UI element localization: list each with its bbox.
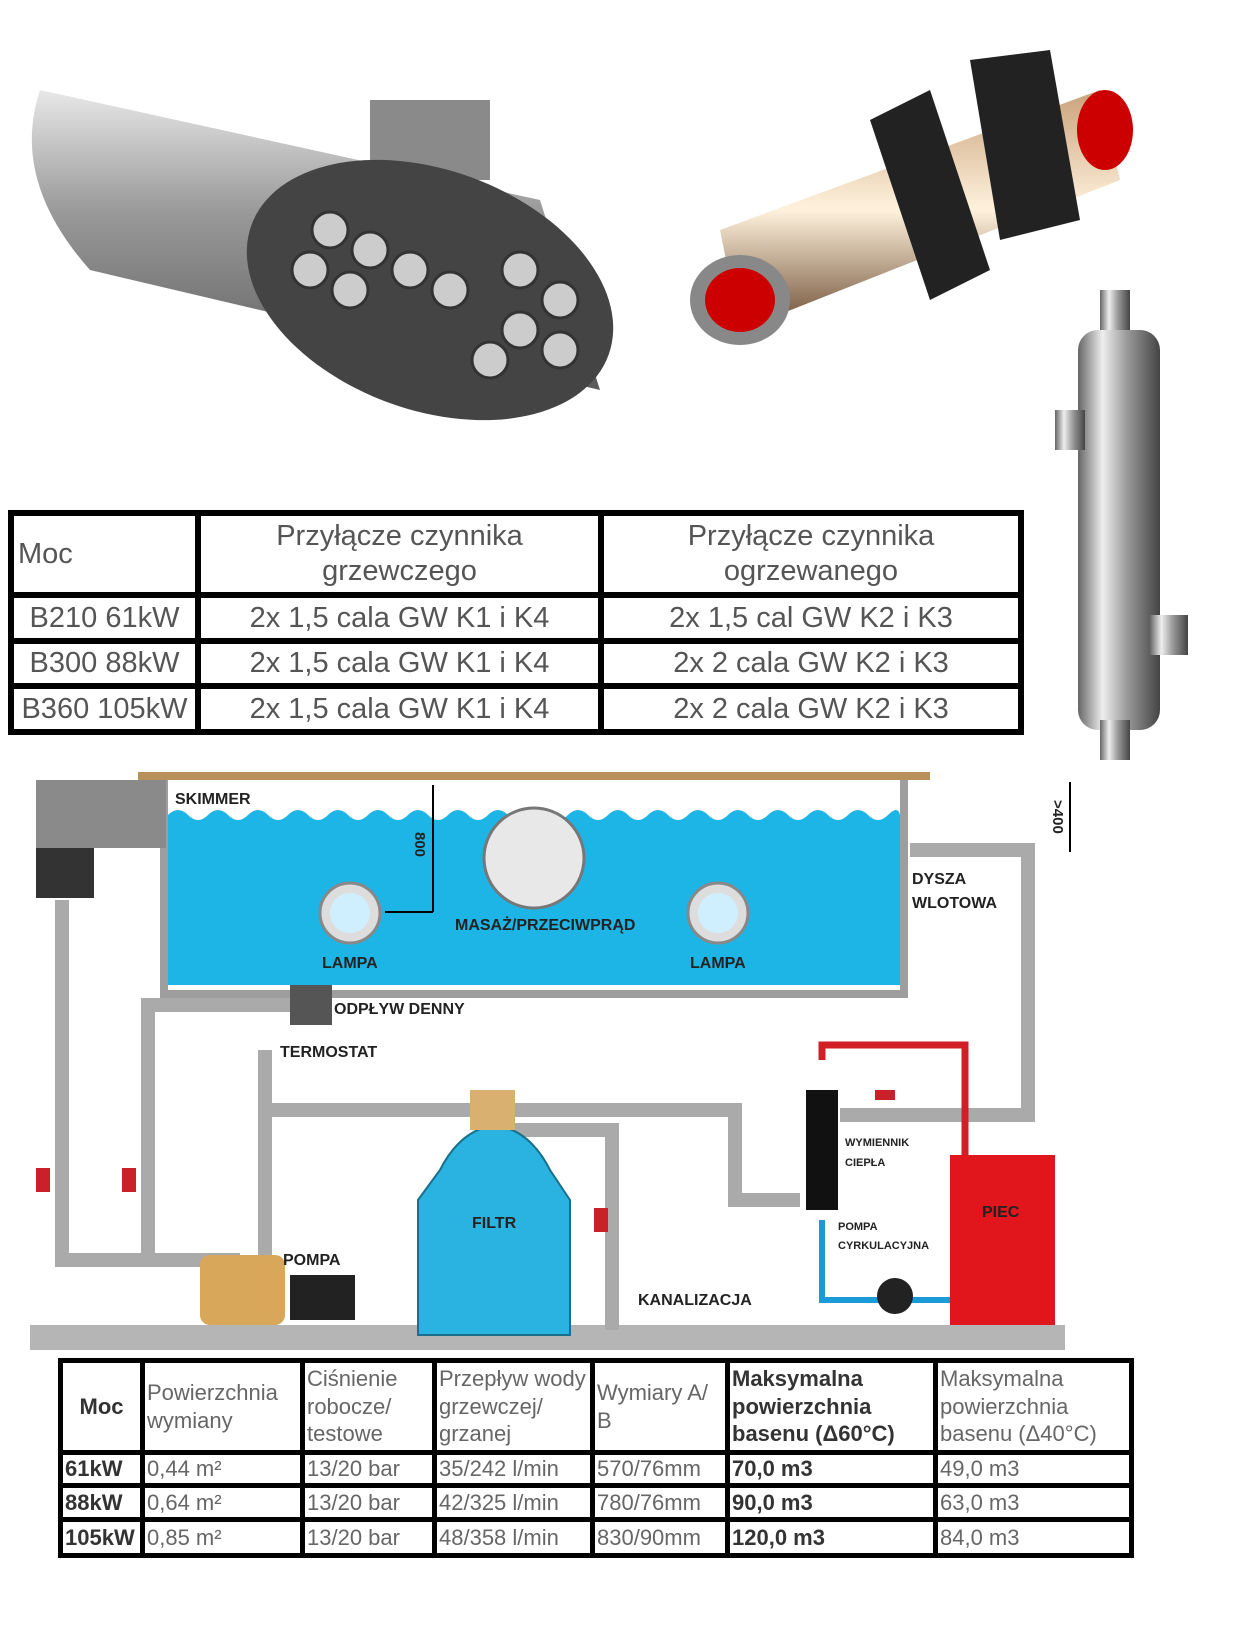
massage-jet-icon xyxy=(482,806,586,910)
label-filter: FILTR xyxy=(472,1215,517,1232)
pool-installation-diagram: SKIMMER 800 >400 MASAŻ/PRZECIWPRĄD LAMPA… xyxy=(30,772,1071,1350)
label-heater: PIEC xyxy=(982,1204,1020,1221)
cell: 61kW xyxy=(58,1450,145,1488)
label-lamp-1: LAMPA xyxy=(322,955,378,972)
header-dimensions: Wymiary A/ B xyxy=(590,1358,730,1455)
cell: 780/76mm xyxy=(590,1483,730,1522)
cell: 570/76mm xyxy=(590,1450,730,1488)
cutaway-heat-exchanger-photo xyxy=(31,90,614,421)
label-massage: MASAŻ/PRZECIWPRĄD xyxy=(455,916,635,934)
cell: 2x 1,5 cala GW K1 i K4 xyxy=(195,592,604,644)
cell: 0,44 m² xyxy=(140,1450,305,1488)
header-heated-connection: Przyłącze czynnika ogrzewanego xyxy=(598,510,1024,598)
cell: 49,0 m3 xyxy=(933,1450,1134,1488)
header-max-pool-40: Maksymalna powierzchnia basenu (Δ40°C) xyxy=(933,1358,1134,1455)
label-exchanger-2: CIEPŁA xyxy=(845,1157,885,1169)
label-depth: 800 xyxy=(411,832,428,857)
label-circ-pump-2: CYRKULACYJNA xyxy=(838,1240,929,1252)
cell: 84,0 m3 xyxy=(933,1517,1134,1558)
label-sewer: KANALIZACJA xyxy=(638,1292,752,1309)
cell: 13/20 bar xyxy=(300,1483,437,1522)
header-area: Powierzchnia wymiany xyxy=(140,1358,305,1455)
label-skimmer: SKIMMER xyxy=(175,791,251,808)
label-height-over: >400 xyxy=(1049,800,1066,834)
cell: 13/20 bar xyxy=(300,1517,437,1558)
header-flow: Przepływ wody grzewczej/ grzanej xyxy=(432,1358,595,1455)
cell: 90,0 m3 xyxy=(725,1483,938,1522)
cell: 120,0 m3 xyxy=(725,1517,938,1558)
cell: 35/242 l/min xyxy=(432,1450,595,1488)
specs-table: Moc Powierzchnia wymiany Ciśnienie roboc… xyxy=(58,1358,1134,1558)
skimmer-box xyxy=(36,780,166,848)
cell: 2x 1,5 cala GW K1 i K4 xyxy=(195,683,604,735)
cell: 0,85 m² xyxy=(140,1517,305,1558)
header-moc: Moc xyxy=(58,1358,145,1455)
cell: 88kW xyxy=(58,1483,145,1522)
cell: 830/90mm xyxy=(590,1517,730,1558)
label-inlet-2: WLOTOWA xyxy=(912,895,997,912)
heat-exchanger xyxy=(806,1090,838,1210)
label-circ-pump-1: POMPA xyxy=(838,1221,878,1233)
header-max-pool-60: Maksymalna powierzchnia basenu (Δ60°C) xyxy=(725,1358,938,1455)
cell: 2x 1,5 cala GW K1 i K4 xyxy=(195,638,604,689)
product-photos xyxy=(31,50,1188,760)
cell: 2x 2 cala GW K2 i K3 xyxy=(598,638,1024,689)
label-drain: ODPŁYW DENNY xyxy=(334,1001,465,1018)
cell: 2x 2 cala GW K2 i K3 xyxy=(598,683,1024,735)
header-heating-connection: Przyłącze czynnika grzewczego xyxy=(195,510,604,598)
label-exchanger-1: WYMIENNIK xyxy=(845,1137,909,1149)
label-thermostat: TERMOSTAT xyxy=(280,1044,377,1061)
cell: 48/358 l/min xyxy=(432,1517,595,1558)
label-pump: POMPA xyxy=(283,1252,341,1269)
cell: 105kW xyxy=(58,1517,145,1558)
circulation-pump xyxy=(877,1278,913,1314)
cell: 13/20 bar xyxy=(300,1450,437,1488)
cell: B300 88kW xyxy=(8,638,201,689)
cell: 0,64 m² xyxy=(140,1483,305,1522)
pump xyxy=(200,1255,285,1325)
pool-edge xyxy=(138,772,930,780)
cell: 70,0 m3 xyxy=(725,1450,938,1488)
cell: B360 105kW xyxy=(8,683,201,735)
label-inlet-1: DYSZA xyxy=(912,871,967,888)
cell: B210 61kW xyxy=(8,592,201,644)
cell: 2x 1,5 cal GW K2 i K3 xyxy=(598,592,1024,644)
heater xyxy=(950,1155,1055,1325)
heat-exchanger-with-brackets-photo xyxy=(690,50,1133,345)
connection-table: Moc Przyłącze czynnika grzewczego Przyłą… xyxy=(8,510,1024,735)
cell: 63,0 m3 xyxy=(933,1483,1134,1522)
header-moc: Moc xyxy=(8,510,201,598)
cell: 42/325 l/min xyxy=(432,1483,595,1522)
vertical-heat-exchanger-photo xyxy=(1055,290,1188,760)
label-lamp-2: LAMPA xyxy=(690,955,746,972)
header-pressure: Ciśnienie robocze/ testowe xyxy=(300,1358,437,1455)
